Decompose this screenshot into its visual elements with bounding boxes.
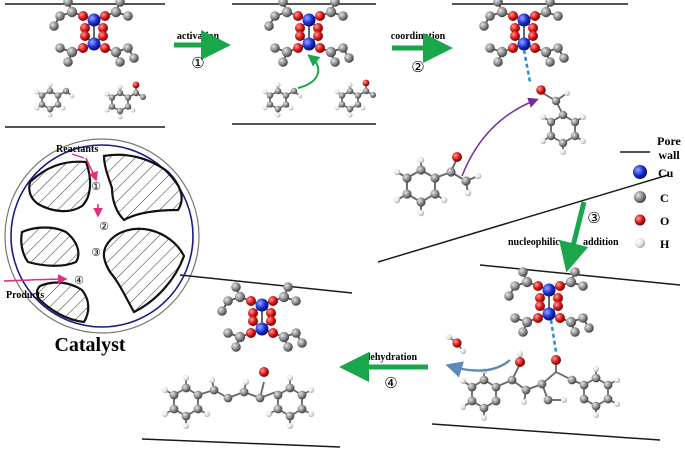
pore-solid-5 xyxy=(35,281,90,324)
step-number-4: ④ xyxy=(384,376,397,392)
catalyst-marker-2: ② xyxy=(99,221,109,233)
legend-cu-swatch xyxy=(633,165,647,179)
legend-c-label: C xyxy=(660,191,669,205)
reactant-flow-arrow-1 xyxy=(85,157,99,182)
pore-solid-3 xyxy=(20,226,80,267)
step-number-2: ② xyxy=(411,60,424,76)
catalyst-outer-ring xyxy=(4,138,200,334)
pore-wall-top-4 xyxy=(479,264,681,286)
product-flow-arrow xyxy=(3,274,68,284)
step-dehydration: dehydration ④ xyxy=(339,352,428,392)
legend-pore-label-1: Pore xyxy=(657,134,681,148)
catalyst-pore-schematic: ① ② ③ ④ Reactants Products Catalyst xyxy=(3,138,200,356)
catalyst-title: Catalyst xyxy=(54,334,125,356)
pore-wall-top-5 xyxy=(179,274,353,294)
panel-3-coordinated xyxy=(452,0,628,155)
legend-o-swatch xyxy=(634,214,646,226)
benzaldehyde-1 xyxy=(33,81,76,119)
legend-h-swatch xyxy=(635,238,645,248)
activation-curved-arrow xyxy=(297,54,321,89)
legend-pore-label-2: wall xyxy=(658,148,680,162)
nucleophilic-arrow xyxy=(559,201,589,273)
pore-wall-mid xyxy=(377,174,669,263)
benzaldehyde-2 xyxy=(261,81,304,119)
products-label: Products xyxy=(6,290,44,301)
water-molecule xyxy=(446,334,466,354)
catalyst-marker-3: ③ xyxy=(91,247,101,259)
reactants-label: Reactants xyxy=(56,144,98,155)
benzaldehyde-coordinated xyxy=(536,85,586,155)
legend-c-swatch xyxy=(634,191,646,203)
pore-solid-2 xyxy=(102,153,183,222)
chalcone-product xyxy=(162,367,314,429)
pore-wall-bottom-4 xyxy=(431,423,661,441)
acetophenone-large xyxy=(377,97,669,263)
step-coordination: coordination ② xyxy=(391,31,453,76)
step-activation: activation ① xyxy=(174,30,231,72)
acetophenone-2 xyxy=(333,78,377,119)
pore-solid-1 xyxy=(28,160,92,213)
acetophenone-1 xyxy=(103,80,147,121)
step-nucleophilic-addition: ③ nucleophilic addition xyxy=(508,201,619,273)
catalyst-marker-4: ④ xyxy=(74,275,84,287)
pore-wall-bottom-5 xyxy=(141,438,341,448)
panel-5-product xyxy=(141,274,353,448)
step-number-1: ① xyxy=(191,56,204,72)
step-number-3: ③ xyxy=(587,211,600,227)
cu-mof-node-3 xyxy=(478,0,570,68)
legend-cu-label: Cu xyxy=(658,166,674,180)
panel-1-initial xyxy=(5,0,165,128)
dehydration-label: dehydration xyxy=(365,352,418,363)
coordination-bond xyxy=(522,49,532,83)
nucleophilic-label-b: addition xyxy=(583,237,619,248)
cu-mof-node-1 xyxy=(48,0,140,68)
catalyst-marker-1: ① xyxy=(91,181,101,193)
water-release-arrow xyxy=(445,359,511,378)
reactant-pointer xyxy=(71,153,85,159)
cu-mof-node-2 xyxy=(263,0,355,68)
legend: Pore wall Cu C O H xyxy=(620,134,682,251)
pore-solid-4 xyxy=(102,227,186,314)
legend-o-label: O xyxy=(660,214,669,228)
panel-2-activated xyxy=(232,0,377,125)
coordination-label: coordination xyxy=(391,31,446,42)
coordination-bond-2 xyxy=(549,319,558,353)
legend-h-label: H xyxy=(660,237,670,251)
cu-mof-node-5 xyxy=(216,281,308,353)
nucleophile-attack-arrow xyxy=(461,97,539,177)
nucleophilic-label-a: nucleophilic xyxy=(508,237,560,248)
activation-label: activation xyxy=(177,31,220,42)
cu-mof-node-4 xyxy=(503,266,595,338)
aldol-intermediate xyxy=(460,351,620,421)
panel-4-addition-intermediate xyxy=(431,264,681,441)
